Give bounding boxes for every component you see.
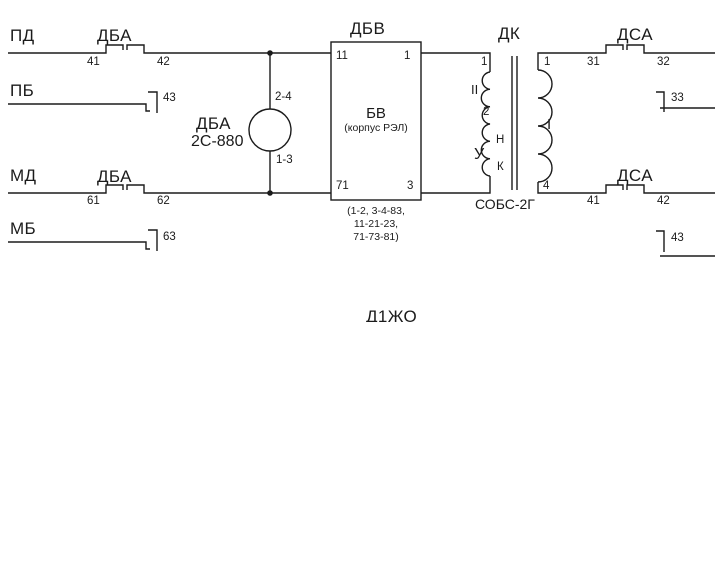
transformer-secondary-winding	[537, 69, 553, 183]
block-name-label: БВ	[366, 105, 386, 122]
socket-63-bracket	[148, 229, 158, 251]
pin-43: 43	[163, 92, 176, 104]
wire-transformer-to-dsa-bottom	[537, 182, 624, 194]
connector-dsa-bottom-label: ДСА	[617, 166, 653, 185]
wire-pb	[8, 103, 150, 112]
secondary-winding-label: I	[547, 116, 552, 133]
pin-61: 61	[87, 195, 100, 207]
caption-label: Д1ЖО	[366, 308, 418, 322]
block-notes: (1-2, 3-4-83, 11-21-23, 71-73-81)	[331, 205, 421, 244]
terminal-pd-label: ПД	[10, 26, 35, 45]
terminal-mb-label: МБ	[10, 219, 37, 238]
connector-dbv-label: ДБВ	[350, 19, 386, 38]
block-outline	[330, 41, 422, 201]
connector-dba-mid-label: ДБА	[97, 167, 132, 186]
relay-contact-top-label: 2-4	[275, 91, 292, 103]
terminal-md-label: МД	[10, 166, 37, 185]
pin-41b: 41	[587, 195, 600, 207]
connector-dba-top-label: ДБА	[97, 26, 132, 45]
primary-pin-1: 1	[481, 56, 488, 68]
relay-type-label: 2С-880	[191, 133, 244, 150]
pin-41: 41	[87, 56, 100, 68]
pin-43b: 43	[671, 232, 684, 244]
pin-11: 11	[336, 50, 348, 62]
junction-dot-bottom	[267, 190, 273, 196]
socket-43b-bracket	[656, 230, 665, 252]
pin-33: 33	[671, 92, 684, 104]
terminal-pb-label: ПБ	[10, 81, 35, 100]
relay-name-label: ДБА	[196, 114, 231, 133]
relay-coil-circle	[248, 108, 292, 152]
wire-box-to-transformer-bottom	[421, 176, 491, 194]
socket-33-bracket	[656, 91, 665, 112]
transformer-name-label: СОБС-2Г	[475, 196, 535, 212]
primary-tap-2: 2	[483, 106, 490, 118]
primary-tap-u: У	[474, 146, 485, 163]
pin-1-box: 1	[404, 50, 411, 62]
block-note-line-1: (1-2, 3-4-83,	[347, 205, 405, 217]
block-note-line-3: 71-73-81)	[353, 231, 399, 243]
pin-42: 42	[157, 56, 170, 68]
wire-box-to-transformer-top	[421, 52, 491, 72]
wire-top-run	[126, 44, 331, 54]
pin-42b: 42	[657, 195, 670, 207]
wire-mb	[8, 241, 150, 250]
connector-dsa-top-label: ДСА	[617, 25, 653, 44]
secondary-pin-1: 1	[544, 56, 551, 68]
wire-bottom-run	[126, 184, 331, 194]
relay-contact-bottom-label: 1-3	[276, 154, 293, 166]
wire-transformer-to-dsa-top	[537, 44, 624, 70]
pin-32: 32	[657, 56, 670, 68]
secondary-pin-4: 4	[543, 180, 550, 192]
wire-dsa-top-out	[626, 44, 715, 54]
wire-pd-plug	[8, 44, 124, 54]
pin-63: 63	[163, 231, 176, 243]
primary-tap-k: К	[497, 161, 504, 173]
caption-clip: Д1ЖО	[360, 308, 440, 322]
wire-dsa-bottom-out	[626, 184, 715, 194]
transformer-primary-winding	[480, 71, 491, 177]
socket-43-bracket	[148, 91, 158, 113]
pin-62: 62	[157, 195, 170, 207]
block-note-line-2: 11-21-23,	[353, 218, 399, 230]
wire-md-plug	[8, 184, 124, 194]
pin-71: 71	[336, 180, 349, 192]
block-housing-label: (корпус РЭЛ)	[344, 122, 408, 134]
junction-dot-top	[267, 50, 273, 56]
pin-31: 31	[587, 56, 600, 68]
primary-tap-n: Н	[496, 134, 505, 146]
primary-winding-label: II	[471, 82, 479, 97]
connector-dk-label: ДК	[498, 24, 521, 43]
pin-3: 3	[407, 180, 414, 192]
